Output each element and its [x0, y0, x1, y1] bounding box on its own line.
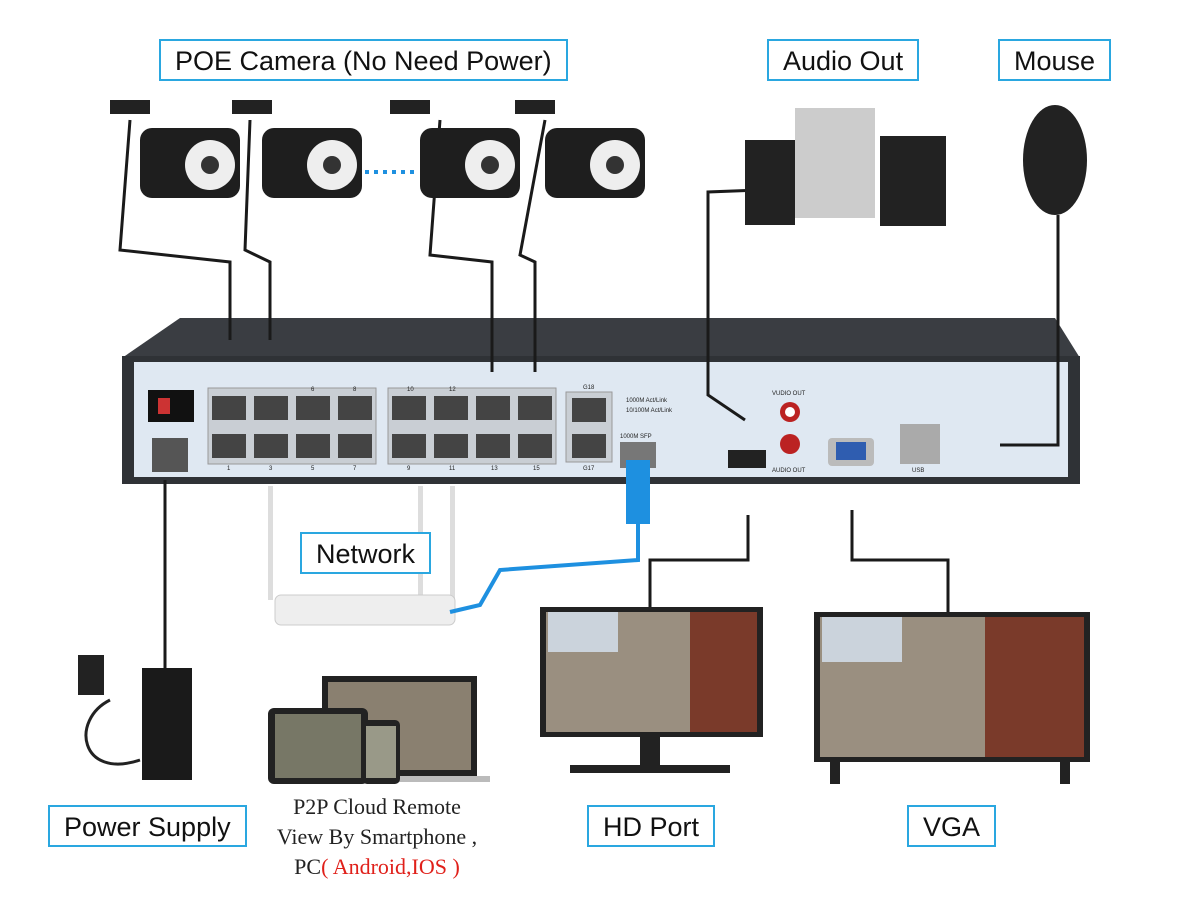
uplink-port-g17: [572, 434, 606, 458]
rj45-port-bottom: [392, 434, 426, 458]
rj45-port-bottom: [476, 434, 510, 458]
bullet-camera: [232, 100, 362, 198]
rj45-port-bottom: [254, 434, 288, 458]
uplink-port-g18: [572, 398, 606, 422]
vga-tv: [814, 612, 1090, 784]
rj45-port-top: [212, 396, 246, 420]
rj45-port-bottom: [212, 434, 246, 458]
rj45-port-top: [476, 396, 510, 420]
led-legend-2: 10/100M Act/Link: [626, 408, 673, 414]
label-audio-out: Audio Out: [767, 39, 920, 81]
hdmi-port: [728, 450, 766, 468]
rj45-port-top: [338, 396, 372, 420]
dc-jack: [152, 438, 188, 472]
port-label-g18: G18: [583, 385, 595, 391]
router-body: [274, 594, 456, 626]
audio-jack-bottom: [780, 434, 800, 454]
label-vga: VGA: [907, 805, 997, 847]
port-number: 5: [311, 466, 315, 472]
usb-port: [900, 424, 940, 464]
power-switch: [148, 390, 194, 422]
sfp-label: 1000M SFP: [620, 434, 652, 440]
port-number: 6: [311, 387, 315, 393]
nvr-top: [122, 318, 1080, 358]
audio-bottom-label: AUDIO OUT: [772, 468, 806, 474]
mouse-image: [1023, 105, 1087, 215]
cables: [118, 119, 1060, 680]
rj45-port-top: [296, 396, 330, 420]
rj45-port-top: [392, 396, 426, 420]
rj45-port-bottom: [518, 434, 552, 458]
network-plug: [626, 460, 650, 524]
speaker-system: [745, 108, 946, 226]
hd-monitor: [540, 607, 763, 773]
port-number: 1: [227, 466, 231, 472]
label-poe-camera: POE Camera (No Need Power): [159, 39, 568, 81]
bullet-camera: [515, 100, 645, 198]
port-number: 15: [533, 466, 540, 472]
p2p-description: P2P Cloud Remote View By Smartphone , PC…: [262, 792, 492, 882]
p2p-line-1: P2P Cloud Remote: [293, 794, 461, 819]
port-number: 9: [407, 466, 411, 472]
rj45-port-top: [254, 396, 288, 420]
port-number: 10: [407, 387, 414, 393]
label-hd-port: HD Port: [587, 805, 716, 847]
power-adapter: [78, 655, 192, 780]
p2p-line-3-prefix: PC: [294, 854, 322, 879]
label-network: Network: [300, 532, 432, 574]
port-number: 13: [491, 466, 498, 472]
label-mouse: Mouse: [998, 39, 1112, 81]
bullet-camera: [390, 100, 520, 198]
label-power-supply: Power Supply: [48, 805, 247, 847]
rj45-port-bottom: [434, 434, 468, 458]
network-cable: [449, 520, 640, 614]
port-number: 11: [449, 466, 456, 472]
rj45-port-top: [434, 396, 468, 420]
usb-label: USB: [912, 468, 924, 474]
rj45-port-top: [518, 396, 552, 420]
poe-cameras: [110, 100, 645, 198]
audio-top-label: VUDIO OUT: [772, 391, 806, 397]
port-number: 12: [449, 387, 456, 393]
router-antenna: [268, 486, 273, 600]
rj45-port-bottom: [296, 434, 330, 458]
laptop-tablet-phone: [268, 676, 490, 784]
port-number: 3: [269, 466, 273, 472]
router-antenna: [450, 486, 455, 600]
p2p-line-2: View By Smartphone ,: [276, 824, 478, 849]
port-number: 8: [353, 387, 357, 393]
led-legend-1: 1000M Act/Link: [626, 398, 668, 404]
port-label-g17: G17: [583, 466, 595, 472]
p2p-line-3-platforms: ( Android,IOS ): [321, 854, 460, 879]
rj45-port-bottom: [338, 434, 372, 458]
bullet-camera: [110, 100, 240, 198]
port-number: 7: [353, 466, 357, 472]
